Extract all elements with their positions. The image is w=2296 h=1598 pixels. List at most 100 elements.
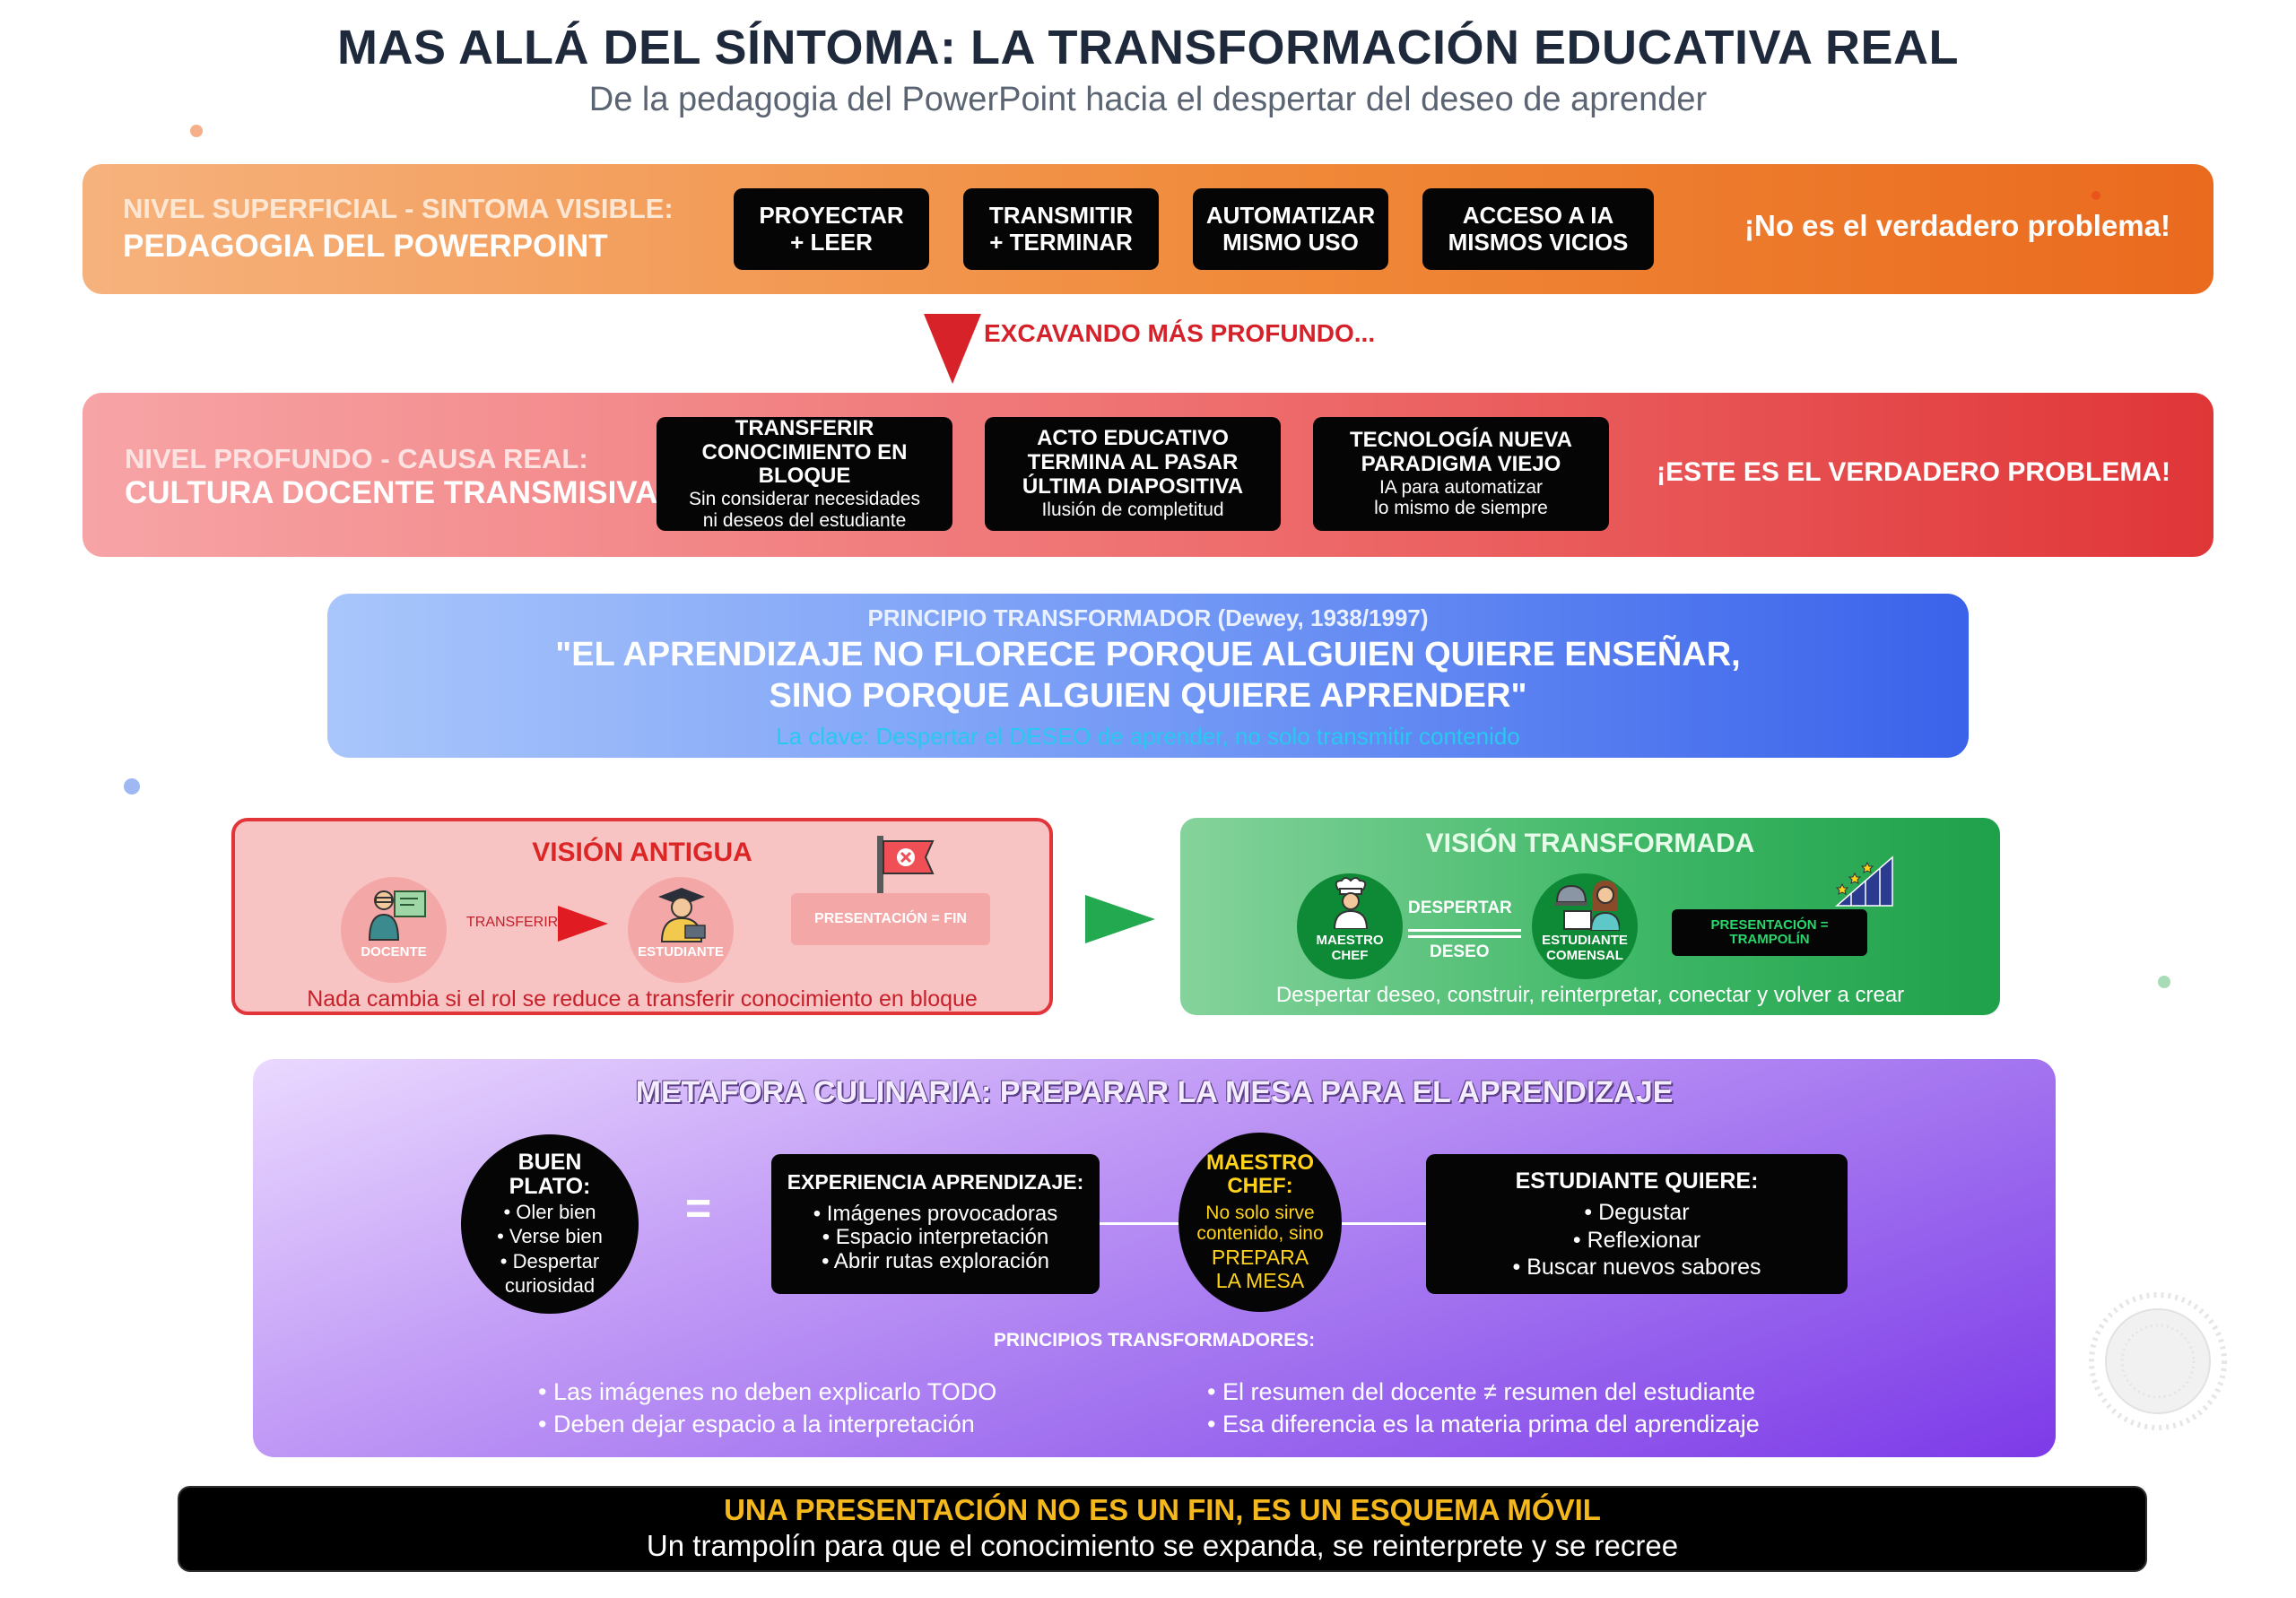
principle-item: • Deben dejar espacio a la interpretació… <box>538 1410 975 1437</box>
cause-box-title: PARADIGMA VIEJO <box>1361 451 1561 476</box>
superficial-tag: ¡No es el verdadero problema! <box>1744 209 2170 242</box>
new-vision-panel: VISIÓN TRANSFORMADA MAESTRO CHEF DESPERT… <box>1180 818 2000 1015</box>
decorative-dot <box>2158 976 2170 988</box>
diner-circle: ESTUDIANTE COMENSAL <box>1532 873 1638 979</box>
superficial-level-label: NIVEL SUPERFICIAL - SINTOMA VISIBLE: <box>123 193 674 224</box>
culinary-metaphor-panel: METAFORA CULINARIA: PREPARAR LA MESA PAR… <box>253 1059 2056 1457</box>
decorative-dot <box>2092 191 2100 200</box>
superficial-level-band: NIVEL SUPERFICIAL - SINTOMA VISIBLE: PED… <box>83 164 2213 294</box>
estudiante-circle: ESTUDIANTE <box>628 877 734 983</box>
chef-label-line: CHEF <box>1331 947 1369 963</box>
deep-level-band: NIVEL PROFUNDO - CAUSA REAL: CULTURA DOC… <box>83 393 2213 557</box>
cause-box-2: ACTO EDUCATIVO TERMINA AL PASAR ÚLTIMA D… <box>985 417 1281 531</box>
presentation-end-box: PRESENTACIÓN = FIN <box>791 893 990 945</box>
student-wants-box: ESTUDIANTE QUIERE: • Degustar • Reflexio… <box>1426 1154 1848 1294</box>
symptom-box-line: TRANSMITIR <box>988 202 1134 230</box>
master-chef-title: CHEF: <box>1227 1174 1293 1199</box>
master-chef-line: contenido, sino <box>1196 1222 1324 1244</box>
symptom-box-line: PROYECTAR <box>759 202 904 230</box>
equals-sign: = <box>685 1183 712 1233</box>
master-chef-title: MAESTRO <box>1206 1151 1314 1176</box>
principle-key: La clave: Despertar el DESEO de aprender… <box>776 723 1520 750</box>
cause-box-title: TECNOLOGÍA NUEVA <box>1349 428 1572 453</box>
learning-experience-item: • Espacio interpretación <box>822 1225 1049 1250</box>
down-triangle-icon <box>924 314 981 384</box>
master-chef-line: No solo sirve <box>1205 1202 1315 1223</box>
good-dish-item: curiosidad <box>504 1274 596 1297</box>
old-vision-footer: Nada cambia si el rol se reduce a transf… <box>307 986 978 1012</box>
good-dish-title: BUEN <box>517 1149 582 1175</box>
master-chef-line: PREPARA <box>1211 1246 1309 1270</box>
master-chef-line: LA MESA <box>1215 1269 1305 1293</box>
symptom-box-line: + LEER <box>790 228 873 256</box>
cause-box-title: TERMINA AL PASAR <box>1027 450 1239 475</box>
desire-label: DESEO <box>1430 942 1490 961</box>
superficial-level-name: PEDAGOGIA DEL POWERPOINT <box>123 229 608 264</box>
chef-label: MAESTRO CHEF <box>1316 933 1384 963</box>
cause-box-title: ÚLTIMA DIAPOSITIVA <box>1022 474 1244 499</box>
connector-line <box>1342 1222 1426 1225</box>
student-wants-list: • Degustar • Reflexionar • Buscar nuevos… <box>1426 1199 1848 1281</box>
metaphor-title: METAFORA CULINARIA: PREPARAR LA MESA PAR… <box>635 1075 1674 1109</box>
diner-label-line: ESTUDIANTE <box>1542 933 1628 948</box>
connector-line <box>1408 935 1521 938</box>
learning-experience-box: EXPERIENCIA APRENDIZAJE: • Imágenes prov… <box>771 1154 1100 1294</box>
principle-item: • Esa diferencia es la materia prima del… <box>1207 1410 1760 1437</box>
cause-box-detail: lo mismo de siempre <box>1374 498 1548 519</box>
cause-box-1: TRANSFERIR CONOCIMIENTO EN BLOQUE Sin co… <box>657 416 952 531</box>
rising-chart-icon <box>1834 855 1893 907</box>
connector-line <box>1408 929 1521 932</box>
principles-right-list: • El resumen del docente ≠ resumen del e… <box>1207 1377 1760 1440</box>
good-dish-item: • Verse bien <box>497 1225 603 1247</box>
good-dish-circle: BUEN PLATO: • Oler bien • Verse bien • D… <box>461 1134 639 1314</box>
symptom-box-line: AUTOMATIZAR <box>1205 202 1376 230</box>
symptom-box-line: MISMOS VICIOS <box>1448 228 1629 256</box>
good-dish-item: • Despertar <box>500 1249 600 1272</box>
teacher-icon <box>368 890 426 941</box>
cause-box-detail: ni deseos del estudiante <box>702 509 907 531</box>
conclusion-headline: UNA PRESENTACIÓN NO ES UN FIN, ES UN ESQ… <box>724 1493 1601 1526</box>
student-wants-item: • Buscar nuevos sabores <box>1512 1255 1761 1280</box>
springboard-line: PRESENTACIÓN = <box>1710 916 1829 933</box>
symptom-box-line: + TERMINAR <box>989 228 1133 256</box>
page-subtitle: De la pedagogia del PowerPoint hacia el … <box>588 81 1708 118</box>
student-wants-item: • Degustar <box>1584 1200 1690 1225</box>
springboard-line: TRAMPOLÍN <box>1729 932 1810 947</box>
conclusion-text: Un trampolín para que el conocimiento se… <box>646 1529 1679 1562</box>
cause-box-title: ACTO EDUCATIVO <box>1037 426 1229 451</box>
learning-experience-item: • Imágenes provocadoras <box>813 1202 1058 1226</box>
cause-box-detail: Ilusión de completitud <box>1041 499 1224 521</box>
principle-quote: "EL APRENDIZAJE NO FLORECE PORQUE ALGUIE… <box>327 635 1969 716</box>
diner-icon <box>1555 881 1620 931</box>
master-chef-text: No solo sirve contenido, sino <box>1196 1203 1323 1244</box>
old-vision-panel: VISIÓN ANTIGUA DOCENTE TRANSFERIR ESTUDI… <box>231 818 1053 1015</box>
decorative-dot <box>190 125 203 137</box>
deep-tag: ¡ESTE ES EL VERDADERO PROBLEMA! <box>1657 457 2170 487</box>
cause-box-detail: IA para automatizar <box>1378 476 1544 498</box>
new-vision-title: VISIÓN TRANSFORMADA <box>1425 829 1755 858</box>
coin-watermark-icon <box>2089 1292 2227 1430</box>
decorative-dot <box>124 778 140 795</box>
old-vision-title: VISIÓN ANTIGUA <box>532 838 752 867</box>
page-title: MAS ALLÁ DEL SÍNTOMA: LA TRANSFORMACIÓN … <box>337 21 1959 74</box>
symptom-box-2: TRANSMITIR + TERMINAR <box>963 188 1159 270</box>
cause-box-detail: Sin considerar necesidades <box>689 489 920 510</box>
diner-label-line: COMENSAL <box>1546 947 1623 963</box>
cause-box-title: CONOCIMIENTO EN BLOQUE <box>701 439 908 489</box>
flag-icon <box>877 836 935 899</box>
master-chef-circle: MAESTRO CHEF: No solo sirve contenido, s… <box>1178 1133 1342 1312</box>
learning-experience-list: • Imágenes provocadoras • Espacio interp… <box>771 1202 1100 1273</box>
student-wants-item: • Reflexionar <box>1572 1227 1701 1253</box>
chef-label-line: MAESTRO <box>1316 933 1384 948</box>
principle-item: • Las imágenes no deben explicarlo TODO <box>538 1378 997 1405</box>
symptom-box-1: PROYECTAR + LEER <box>734 188 929 270</box>
principle-label: PRINCIPIO TRANSFORMADOR (Dewey, 1938/199… <box>867 604 1429 631</box>
chef-circle: MAESTRO CHEF <box>1297 873 1403 979</box>
estudiante-label: ESTUDIANTE <box>638 943 724 960</box>
student-wants-title: ESTUDIANTE QUIERE: <box>1515 1168 1759 1194</box>
right-arrow-icon <box>1085 895 1155 943</box>
principle-item: • El resumen del docente ≠ resumen del e… <box>1207 1378 1756 1405</box>
principles-heading: PRINCIPIOS TRANSFORMADORES: <box>993 1330 1316 1350</box>
deep-level-name: CULTURA DOCENTE TRANSMISIVA <box>125 475 658 510</box>
symptom-box-3: AUTOMATIZAR MISMO USO <box>1193 188 1388 270</box>
